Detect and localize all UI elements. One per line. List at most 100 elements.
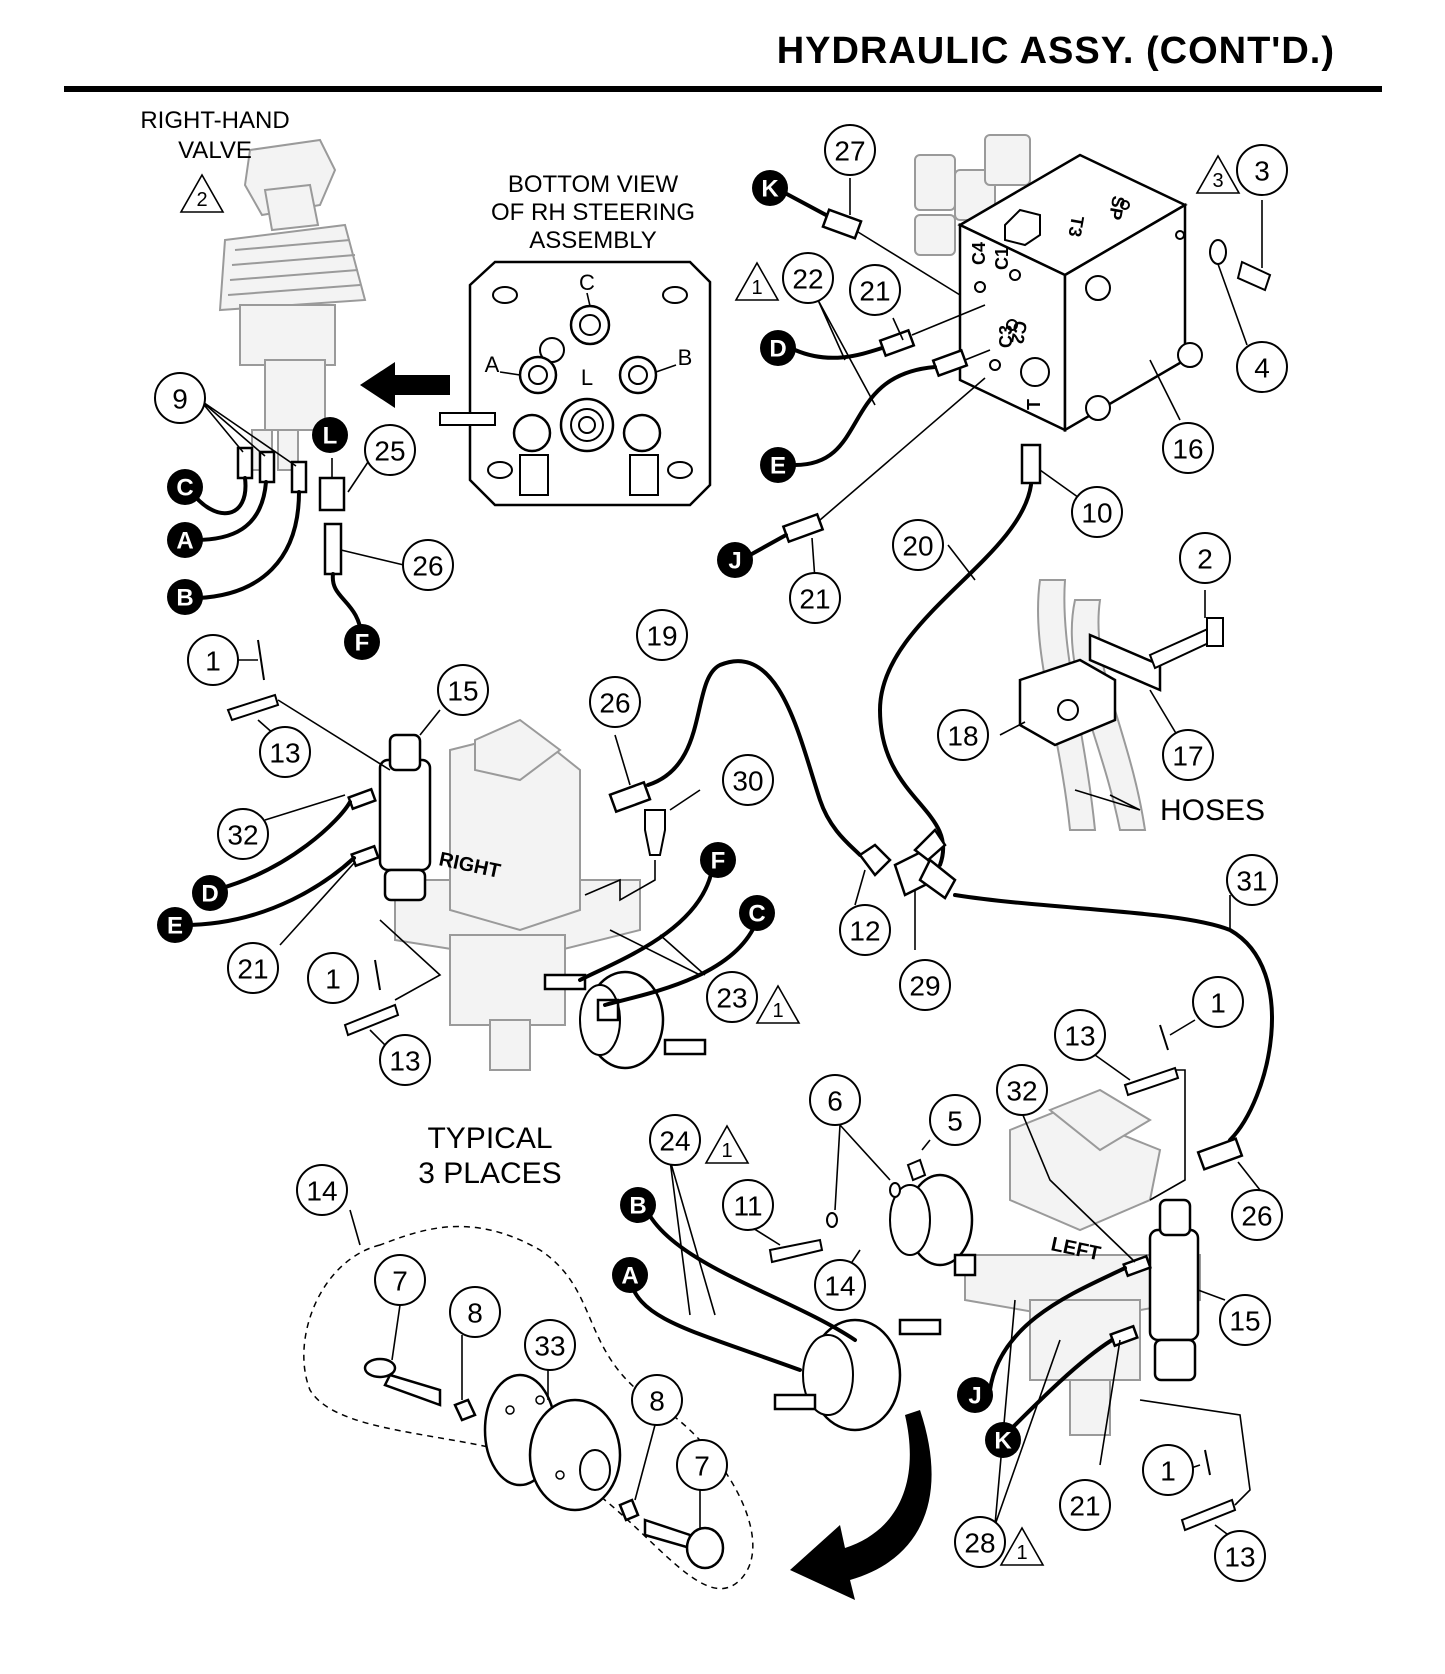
callout-number: 14	[824, 1271, 855, 1302]
manifold-block: C4 C1 C3 C2 SP T3 T	[914, 134, 1203, 433]
hose-end-marker-bK1: K	[752, 170, 788, 206]
pin-13b	[343, 1003, 400, 1037]
hose-end-letter: J	[728, 548, 741, 575]
callout-c4: 4	[1236, 341, 1288, 393]
callout-c21d: 21	[1059, 1479, 1111, 1531]
hose-end-marker-bJ2: J	[957, 1377, 993, 1413]
callout-number: 32	[1006, 1076, 1037, 1107]
washer-4	[1209, 239, 1227, 265]
hose-end-marker-bA1: A	[167, 522, 203, 558]
rotation-arrow-icon	[790, 1410, 932, 1600]
callout-number: 1	[1210, 988, 1226, 1019]
note-number: 3	[1212, 170, 1223, 192]
nut-8b	[618, 1498, 640, 1522]
hose-end-letter: K	[994, 1428, 1012, 1455]
callout-c22: 22	[782, 252, 834, 304]
callout-c13b: 13	[379, 1034, 431, 1086]
hose-end-marker-bF1: F	[344, 624, 380, 660]
callout-number: 24	[659, 1126, 690, 1157]
callout-c27: 27	[824, 124, 876, 176]
note-triangle-t1d: 1	[999, 1526, 1045, 1566]
port-c4-label: C4	[969, 242, 989, 265]
fitting-21a	[878, 328, 916, 358]
callout-number: 13	[1064, 1021, 1095, 1052]
fitting-21c	[350, 844, 380, 868]
fittings-9	[236, 446, 308, 494]
typical-label-2: 3 PLACES	[418, 1157, 561, 1190]
port-a-label: A	[485, 352, 500, 377]
hose-end-marker-bJ1: J	[717, 542, 753, 578]
callout-number: 28	[964, 1528, 995, 1559]
callout-c31: 31	[1226, 854, 1278, 906]
callout-c26b: 26	[589, 676, 641, 728]
hose-end-marker-bK2: K	[985, 1422, 1021, 1458]
fitting-32a	[347, 787, 377, 811]
callout-c3: 3	[1236, 144, 1288, 196]
fitting-26	[323, 522, 343, 576]
callout-c7a: 7	[374, 1254, 426, 1306]
hose-end-marker-bE1: E	[760, 447, 796, 483]
hose-clamp	[1018, 579, 1224, 831]
callout-c13c: 13	[1054, 1009, 1106, 1061]
callout-number: 13	[389, 1046, 420, 1077]
callout-number: 21	[799, 584, 830, 615]
fitting-26b	[608, 780, 652, 814]
callout-number: 33	[534, 1331, 565, 1362]
hose-end-marker-bD1: D	[760, 330, 796, 366]
port-l-label: L	[581, 365, 593, 390]
callout-number: 22	[792, 264, 823, 295]
cylinder-15-right	[378, 733, 432, 902]
page-title: HYDRAULIC ASSY. (CONT'D.)	[776, 30, 1335, 72]
callout-c32b: 32	[996, 1064, 1048, 1116]
hose-end-letter: F	[711, 848, 726, 875]
note-number: 1	[721, 1140, 732, 1162]
callout-number: 20	[902, 531, 933, 562]
callout-number: 12	[849, 916, 880, 947]
callout-c15b: 15	[1219, 1294, 1271, 1346]
callout-c26c: 26	[1231, 1189, 1283, 1241]
hose-end-letter: J	[968, 1383, 981, 1410]
typical-detail-boundary	[303, 1225, 754, 1590]
callout-c23: 23	[706, 971, 758, 1023]
rod-end-7b	[643, 1518, 725, 1570]
callout-number: 6	[827, 1086, 843, 1117]
hose-end-marker-bL: L	[312, 417, 348, 453]
washer-6a	[826, 1212, 838, 1228]
washer-6b	[889, 1182, 901, 1198]
hose-end-marker-bC2: C	[739, 895, 775, 931]
callout-c29: 29	[899, 959, 951, 1011]
pin-1c	[1159, 1024, 1169, 1051]
pin-13c	[1123, 1066, 1180, 1097]
callout-number: 30	[732, 766, 763, 797]
callout-number: 1	[1160, 1456, 1176, 1487]
bolt-3	[1236, 260, 1272, 292]
typical-label-1: TYPICAL	[427, 1122, 552, 1155]
callout-c1d: 1	[1142, 1444, 1194, 1496]
callout-number: 4	[1254, 353, 1270, 384]
hose-end-marker-bF2: F	[700, 842, 736, 878]
port-c2-label: C2	[1007, 319, 1031, 345]
pin-1a	[257, 639, 265, 681]
bottom-view-label-3: ASSEMBLY	[529, 227, 657, 254]
callout-number: 26	[412, 551, 443, 582]
callout-c6: 6	[809, 1074, 861, 1126]
port-b-label: B	[678, 345, 693, 370]
callout-c25: 25	[364, 424, 416, 476]
pin-13d	[1180, 1498, 1237, 1532]
note-number: 1	[1016, 1542, 1027, 1564]
callout-c5: 5	[929, 1094, 981, 1146]
bolt-11	[768, 1238, 824, 1264]
hose-end-letter: D	[769, 336, 786, 363]
fitting-26c	[1196, 1137, 1244, 1171]
callout-c24: 24	[649, 1114, 701, 1166]
bottom-view-label-1: BOTTOM VIEW	[508, 171, 679, 198]
hub-33	[483, 1373, 622, 1512]
callout-number: 32	[227, 820, 258, 851]
callout-c1a: 1	[187, 634, 239, 686]
callout-number: 9	[172, 384, 188, 415]
callout-number: 13	[269, 738, 300, 769]
bottom-view-steering: BOTTOM VIEW OF RH STEERING ASSEMBLY C	[439, 171, 712, 507]
nut-5	[906, 1158, 927, 1182]
